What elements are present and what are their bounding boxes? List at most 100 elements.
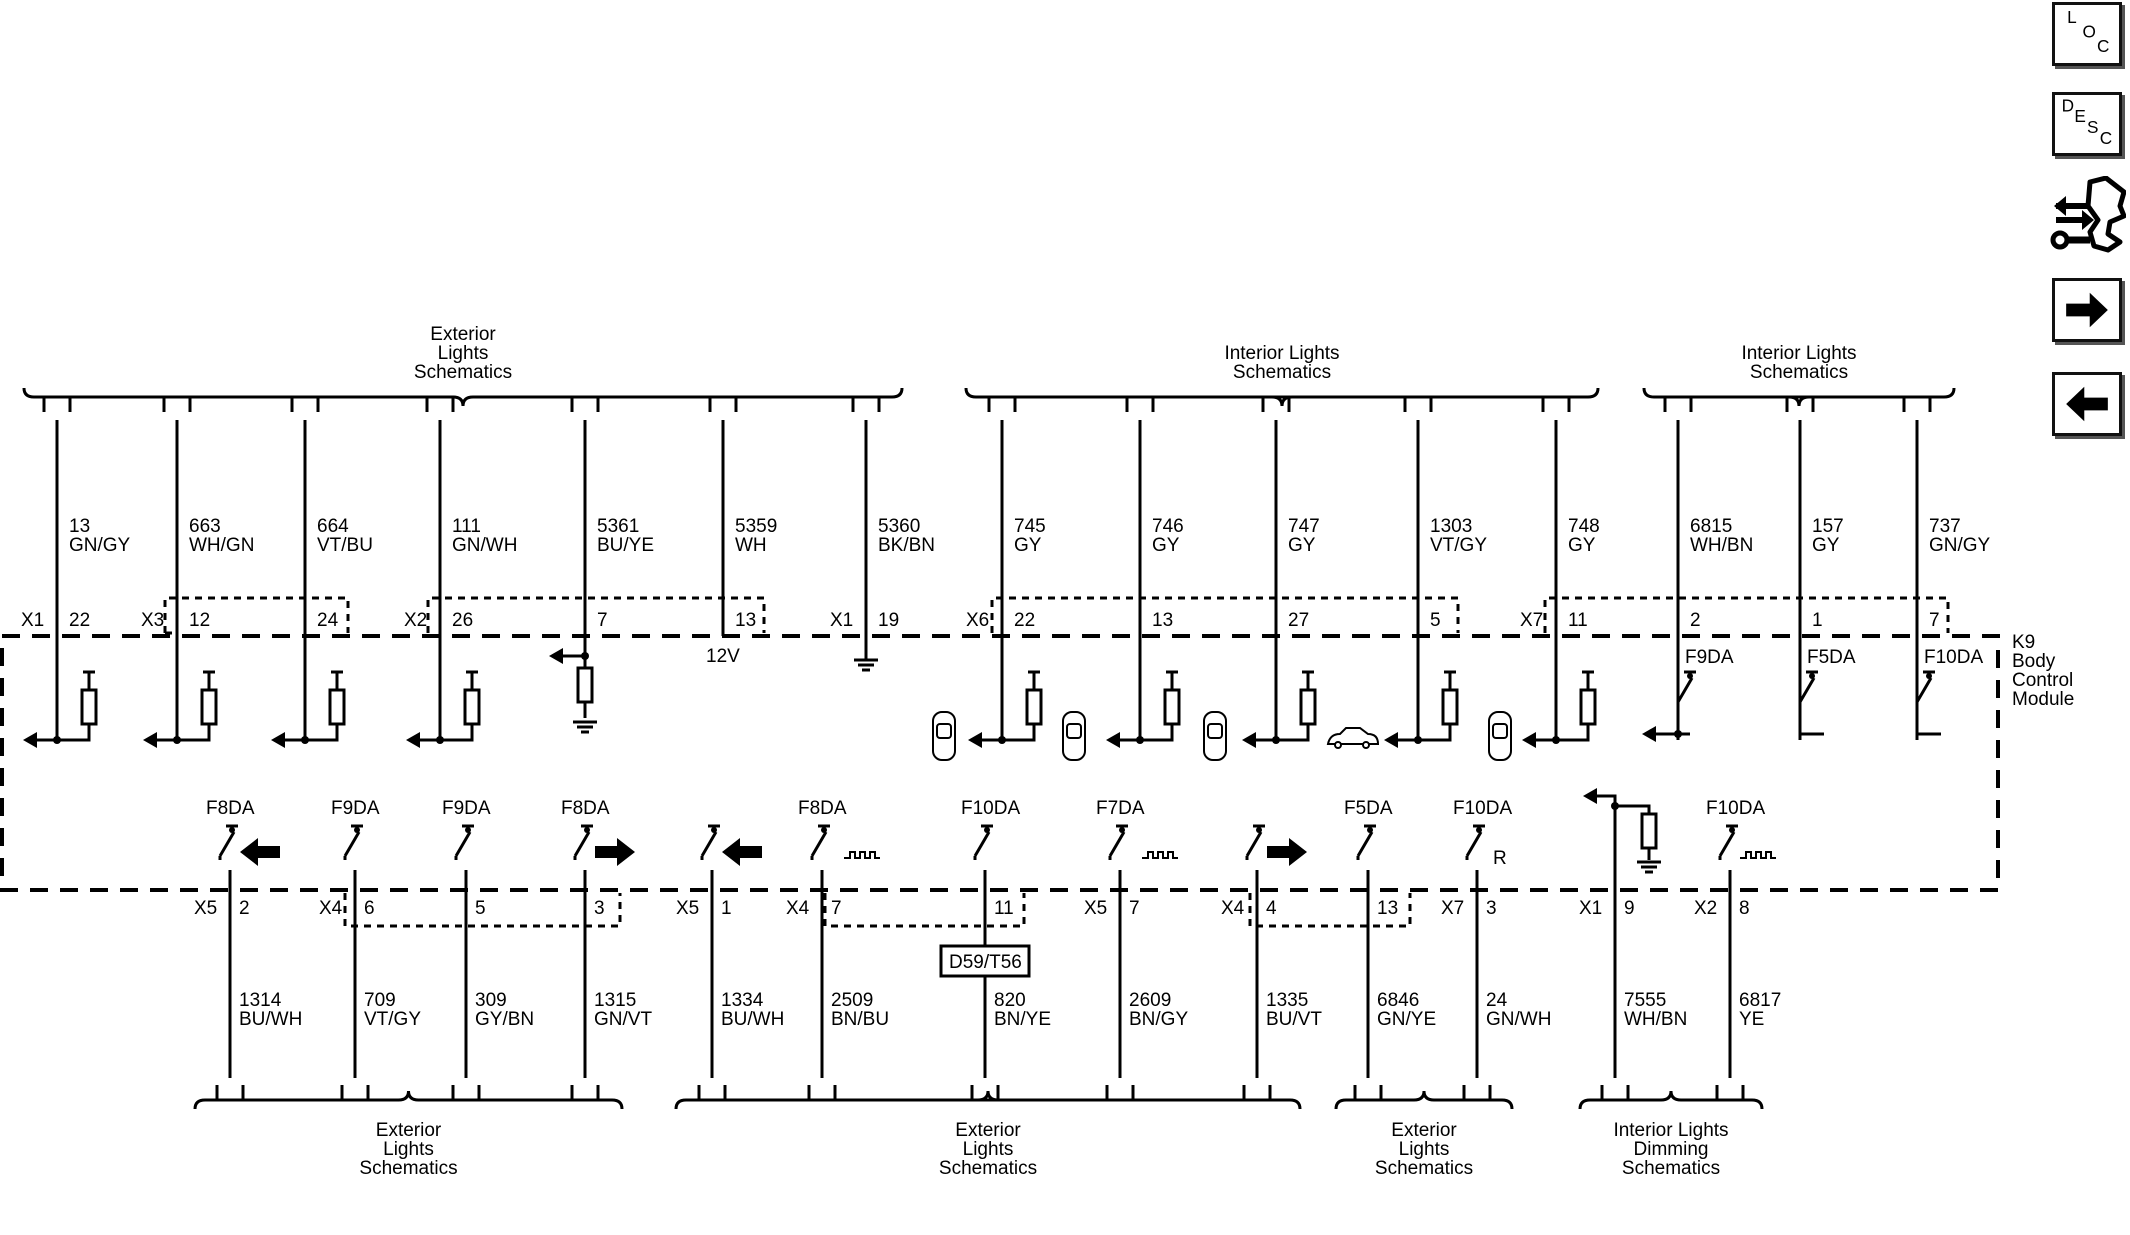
connector-x3-box <box>163 596 350 635</box>
desc-button[interactable]: D E S C <box>2052 92 2122 156</box>
wire-color: GY <box>1014 535 1042 556</box>
pin-number: 7 <box>1129 898 1140 919</box>
switch-icon <box>229 827 235 833</box>
wire <box>1116 724 1174 742</box>
circuit-number: 6817 <box>1739 990 1781 1011</box>
arrow-right-icon <box>2066 292 2108 328</box>
wire <box>1252 724 1310 742</box>
wire <box>1595 794 1617 870</box>
circuit-number: 5359 <box>735 516 777 537</box>
switch-label: F7DA <box>1096 798 1145 819</box>
wire <box>33 724 91 742</box>
group-title: Interior Lights <box>1224 343 1339 364</box>
circuit-number: 1303 <box>1430 516 1472 537</box>
pin-number: 13 <box>1152 610 1173 631</box>
loc-button[interactable]: L O C <box>2052 2 2122 66</box>
wire-color: BU/WH <box>721 1009 784 1030</box>
pin-number: 22 <box>1014 610 1035 631</box>
car-top-icon <box>936 723 952 739</box>
group-bracket <box>1642 387 1956 407</box>
wire-color: WH/BN <box>1624 1009 1687 1030</box>
junction-dot <box>173 736 181 744</box>
junction-dot <box>1552 736 1560 744</box>
switch-icon <box>1809 673 1815 679</box>
switch-icon <box>700 831 718 857</box>
pin-number: 13 <box>735 610 756 631</box>
arrow-left-icon <box>1384 732 1398 748</box>
pin-number: 22 <box>69 610 90 631</box>
wire <box>1798 710 1824 736</box>
pin-number: 3 <box>1486 898 1497 919</box>
pin-number: 27 <box>1288 610 1309 631</box>
circuit-number: 820 <box>994 990 1026 1011</box>
junction-dot <box>436 736 444 744</box>
arrow-left-icon <box>1522 732 1536 748</box>
switch-label: F9DA <box>1685 647 1734 668</box>
circuit-number: 6846 <box>1377 990 1419 1011</box>
connector-symbol <box>42 395 72 412</box>
group-title: Exterior <box>955 1120 1021 1141</box>
wire-color: BN/GY <box>1129 1009 1188 1030</box>
arrow-left-icon <box>406 732 420 748</box>
connector-tool-icon[interactable] <box>2050 175 2127 256</box>
top-wire <box>1785 395 1824 740</box>
wire-color: GY <box>1288 535 1316 556</box>
top-wire <box>143 395 218 748</box>
reverse-mark: R <box>1493 848 1507 869</box>
wire-color: GY <box>1152 535 1180 556</box>
voltage-label: 12V <box>706 646 740 667</box>
bottom-wire <box>215 824 245 1102</box>
arrow-left-icon <box>23 732 37 748</box>
circuit-number: 13 <box>69 516 90 537</box>
switch-icon <box>1256 827 1262 833</box>
connector-symbol <box>1541 395 1571 412</box>
connector-symbol <box>1353 1085 1383 1102</box>
wire-color: GN/WH <box>452 535 517 556</box>
switch-label: F10DA <box>1706 798 1765 819</box>
arrow-left-icon <box>549 648 563 664</box>
switch-label: F8DA <box>798 798 847 819</box>
top-wire <box>406 395 481 748</box>
top-wire <box>1902 395 1941 740</box>
circuit-number: 5360 <box>878 516 920 537</box>
diagram-frame <box>0 596 2000 928</box>
group-title: Exterior <box>376 1120 442 1141</box>
top-wire <box>1642 395 1696 742</box>
desc-letter-e: E <box>2074 106 2085 126</box>
connector-symbol <box>1600 1085 1630 1102</box>
previous-page-button[interactable] <box>2052 372 2122 436</box>
top-wire <box>708 395 738 636</box>
arrow-left-icon <box>271 732 285 748</box>
switch-icon <box>584 827 590 833</box>
arrow-right-icon <box>1267 838 1307 866</box>
circuit-number: 6815 <box>1690 516 1732 537</box>
switch-icon <box>465 827 471 833</box>
group-title: Lights <box>963 1139 1014 1160</box>
circuit-number: 737 <box>1929 516 1961 537</box>
circuit-number: 747 <box>1288 516 1320 537</box>
connector-symbol <box>1902 395 1932 412</box>
connector-symbol <box>708 395 738 412</box>
connector-symbol <box>1242 1085 1272 1102</box>
dimming-feed <box>1583 788 1661 874</box>
resistor-icon <box>328 688 346 726</box>
top-wire <box>1522 395 1597 748</box>
switch-label: F8DA <box>206 798 255 819</box>
bottom-wire <box>697 824 727 1102</box>
wire <box>281 724 339 742</box>
pin-number: 3 <box>594 898 605 919</box>
connector-x4-box-c <box>1248 893 1412 928</box>
car-top-icon <box>1492 723 1508 739</box>
circuit-number: 1315 <box>594 990 636 1011</box>
car-top-icon <box>1066 723 1082 739</box>
switch-icon <box>1108 831 1126 857</box>
desc-letter-d: D <box>2062 95 2074 115</box>
next-page-button[interactable] <box>2052 278 2122 342</box>
bottom-wire <box>807 824 837 1102</box>
switch-icon <box>973 831 991 857</box>
bottom-wire <box>1242 824 1272 1102</box>
wire-color: YE <box>1739 1009 1764 1030</box>
circuit-number: 157 <box>1812 516 1844 537</box>
connector-x2-box <box>426 596 766 633</box>
